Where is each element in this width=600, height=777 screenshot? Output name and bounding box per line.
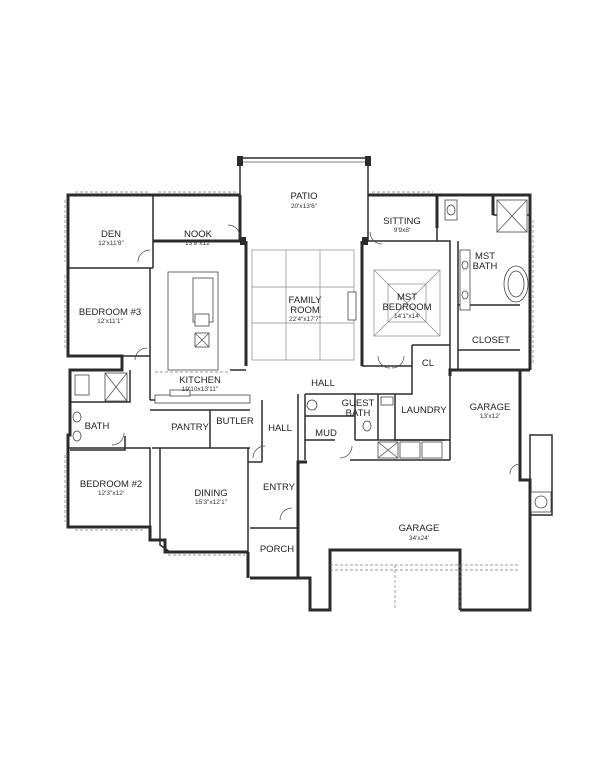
den-dim: 12'x11'8" <box>98 240 124 247</box>
family-room-dim: 22'4"x17'7" <box>289 316 322 323</box>
bedroom-3-label: BEDROOM #3 <box>79 307 141 318</box>
mst-bedroom-dim: 14'1"x14' <box>394 313 420 320</box>
door-swings <box>111 224 521 521</box>
guest-bath-label-2: BATH <box>346 408 371 419</box>
dining-dim: 15'3"x12'1" <box>195 499 228 506</box>
nook-label: NOOK <box>184 229 213 240</box>
cl-label: CL <box>422 358 434 369</box>
garage-small-dim: 13'x12' <box>480 413 500 420</box>
garage-large-label: GARAGE <box>399 523 440 534</box>
bedroom-3-dim: 12'x11'1" <box>97 318 123 325</box>
closet-label: CLOSET <box>472 335 510 346</box>
mst-bedroom-label-2: BEDROOM <box>382 302 431 313</box>
patio-label: PATIO <box>290 191 317 202</box>
family-room-ceiling-grid <box>251 249 357 361</box>
porch-label: PORCH <box>260 544 294 555</box>
bath-fixtures <box>72 199 553 516</box>
mst-bedroom-label: MST <box>397 292 417 303</box>
mst-bedroom-tray-ceiling <box>373 269 441 337</box>
kitchen-fixtures <box>154 271 251 404</box>
den-label: DEN <box>101 229 121 240</box>
laundry-label: LAUNDRY <box>401 405 447 416</box>
nook-dim: 13'9"x12' <box>185 240 211 247</box>
patio-dim: 20'x13'6" <box>291 203 318 210</box>
sitting-dim: 9'9x8' <box>394 227 411 234</box>
dining-label: DINING <box>194 488 227 499</box>
bedroom-2-dim: 12'3"x12' <box>98 490 124 497</box>
garage-large-dim: 34'x24' <box>409 535 429 542</box>
room-labels: PATIO 20'x13'6" DEN 12'x11'8" NOOK 13'9"… <box>79 191 510 555</box>
hall-2-label: HALL <box>268 423 292 434</box>
pantry-label: PANTRY <box>171 422 209 433</box>
hall-label: HALL <box>311 378 335 389</box>
garage-doors <box>330 564 520 610</box>
mst-bath-label-2: BATH <box>473 261 498 272</box>
mst-bath-label: MST <box>475 251 495 262</box>
window-marks <box>64 191 534 556</box>
sitting-label: SITTING <box>383 216 420 227</box>
mud-label: MUD <box>315 428 337 439</box>
entry-label: ENTRY <box>263 482 296 493</box>
family-room-label-2: ROOM <box>290 305 320 316</box>
garage-small-label: GARAGE <box>470 402 511 413</box>
family-room-label: FAMILY <box>288 295 322 306</box>
butler-label: BUTLER <box>216 416 254 427</box>
bath-label: BATH <box>85 421 110 432</box>
guest-bath-label: GUEST <box>342 398 375 409</box>
kitchen-dim: 19'10x13'11" <box>182 386 219 393</box>
kitchen-label: KITCHEN <box>179 375 221 386</box>
bedroom-2-label: BEDROOM #2 <box>80 479 142 490</box>
